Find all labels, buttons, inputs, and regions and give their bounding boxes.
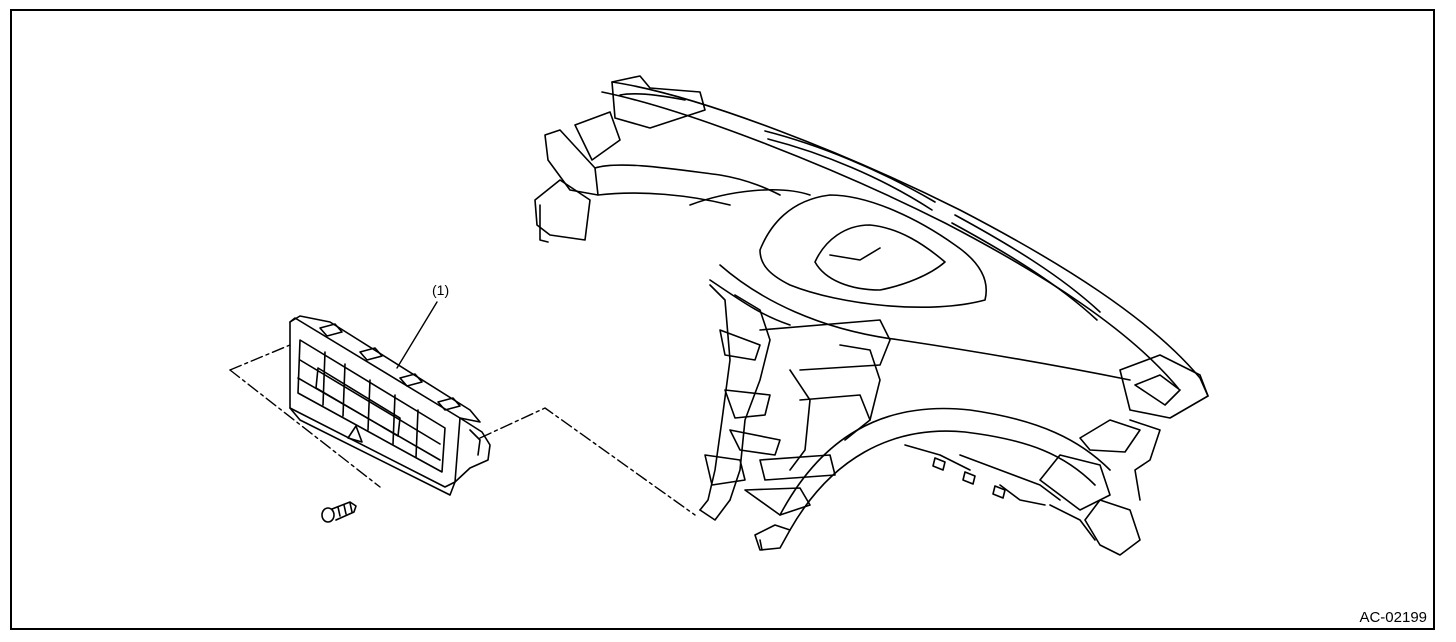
part-callout-label: (1): [432, 282, 450, 298]
figure-code: AC-02199: [1359, 609, 1427, 626]
instrument-panel-assembly: [534, 75, 1209, 556]
callout-leader-line: [396, 301, 438, 369]
figure-frame: [10, 9, 1435, 630]
center-control-module: [289, 315, 491, 496]
screw: [321, 501, 357, 523]
installation-guide-lines: [229, 344, 696, 516]
